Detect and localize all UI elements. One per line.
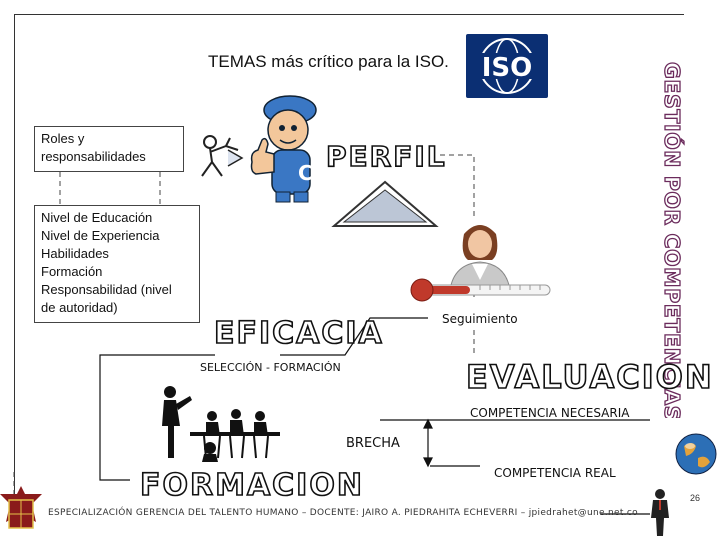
req-experience: Nivel de Experiencia	[41, 228, 160, 243]
req-authority: de autoridad)	[41, 300, 118, 315]
req-education: Nivel de Educación	[41, 210, 153, 225]
req-skills: Habilidades	[41, 246, 109, 261]
iso-logo-icon: ISO	[466, 34, 548, 98]
roles-text: Roles y responsabilidades	[41, 131, 146, 164]
side-title: GESTIÓN POR COMPETENCIAS	[655, 61, 691, 421]
eficacia-word: EFICACIA	[213, 315, 384, 352]
roles-box: Roles y responsabilidades	[34, 126, 184, 172]
svg-text:C: C	[298, 161, 313, 185]
req-training: Formación	[41, 264, 103, 279]
formacion-word: FORMACION	[139, 467, 364, 504]
evaluacion-word: EVALUACION	[465, 357, 714, 397]
side-title-text: GESTIÓN POR COMPETENCIAS	[660, 62, 685, 418]
businesswoman-photo	[440, 220, 520, 290]
businessman-icon	[651, 489, 669, 536]
thermometer-icon	[410, 278, 551, 302]
cartoon-thumbs-up-icon: C	[250, 95, 317, 203]
page-number: 26	[690, 493, 701, 503]
perfil-word: PERFIL	[325, 139, 447, 174]
requirements-box: Nivel de Educación Nivel de Experiencia …	[34, 205, 200, 323]
competencia-real-label: COMPETENCIA REAL	[494, 466, 616, 480]
frame-left-line	[14, 14, 15, 514]
globe-icon	[675, 433, 717, 475]
stick-figure-runner-icon	[201, 135, 244, 177]
triangle-icon	[331, 180, 439, 227]
emblem-icon	[0, 486, 42, 529]
brecha-label: BRECHA	[346, 436, 400, 451]
meeting-silhouette-icon	[162, 386, 280, 462]
seleccion-formacion-label: SELECCIÓN - FORMACIÓN	[200, 361, 341, 374]
iso-logo-text: ISO	[482, 53, 533, 83]
slide-title: TEMAS más crítico para la ISO.	[208, 52, 449, 71]
req-responsibility: Responsabilidad (nivel	[41, 282, 172, 297]
footer-text: ESPECIALIZACIÓN GERENCIA DEL TALENTO HUM…	[48, 508, 638, 518]
competencia-necesaria-label: COMPETENCIA NECESARIA	[470, 406, 630, 420]
seguimiento-label: Seguimiento	[442, 312, 518, 326]
frame-top-line	[14, 14, 684, 15]
